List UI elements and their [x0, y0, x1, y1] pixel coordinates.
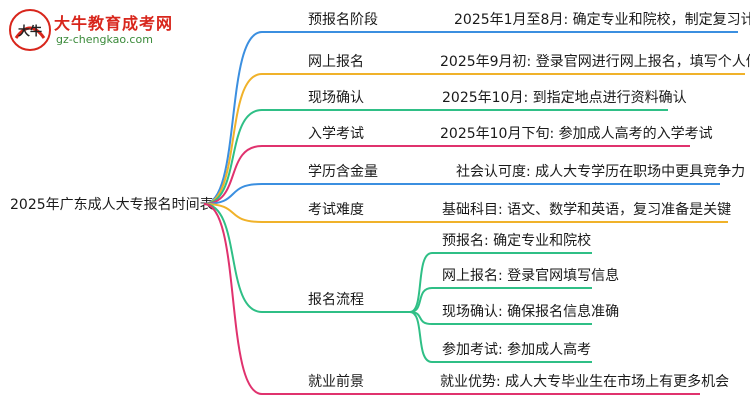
branch-label-7: 报名流程 [308, 292, 364, 308]
detail-label-8: 就业优势: 成人大专毕业生在市场上有更多机会 [440, 373, 729, 390]
branch-link-1 [203, 31, 410, 205]
branch-link-3 [203, 109, 410, 205]
branch-label-5: 学历含金量 [308, 164, 378, 180]
branch-label-8: 就业前景 [308, 373, 364, 390]
branch-link-5 [203, 183, 410, 205]
logo-mark-text: 大牛 [18, 23, 42, 38]
child-link-4 [409, 311, 592, 363]
branch-link-6 [203, 203, 410, 223]
logo-title: 大牛教育成考网 [54, 14, 174, 33]
branch-label-4: 入学考试 [308, 126, 364, 142]
detail-label-4: 2025年10月下旬: 参加成人高考的入学考试 [440, 125, 713, 142]
site-logo[interactable]: 大牛 大牛教育成考网 gz-chengkao.com [8, 6, 172, 52]
branch-link-8 [203, 203, 410, 395]
branch-label-2: 网上报名 [308, 54, 364, 70]
child-label-4: 参加考试: 参加成人高考 [442, 341, 591, 358]
detail-label-1: 2025年1月至8月: 确定专业和院校，制定复习计划 [454, 11, 750, 28]
child-link-2 [409, 287, 592, 313]
child-label-3: 现场确认: 确保报名信息准确 [442, 303, 619, 320]
detail-label-2: 2025年9月初: 登录官网进行网上报名，填写个人信息 [440, 53, 750, 70]
child-label-2: 网上报名: 登录官网填写信息 [442, 267, 619, 284]
child-link-1 [409, 252, 592, 313]
root-node-label: 2025年广东成人大专报名时间表 [10, 197, 214, 213]
branch-link-2 [203, 73, 410, 205]
branch-label-6: 考试难度 [308, 202, 364, 218]
branch-link-4 [203, 145, 410, 205]
detail-label-6: 基础科目: 语文、数学和英语，复习准备是关键 [442, 201, 731, 218]
logo-url: gz-chengkao.com [56, 33, 153, 46]
detail-label-3: 2025年10月: 到指定地点进行资料确认 [442, 90, 687, 106]
branch-label-3: 现场确认 [308, 90, 364, 106]
detail-label-5: 社会认可度: 成人大专学历在职场中更具竞争力 [456, 163, 745, 180]
branch-label-1: 预报名阶段 [308, 12, 378, 28]
child-label-1: 预报名: 确定专业和院校 [442, 232, 591, 249]
branch-link-7 [203, 203, 410, 313]
logo-mark-icon: 大牛 [9, 9, 51, 51]
